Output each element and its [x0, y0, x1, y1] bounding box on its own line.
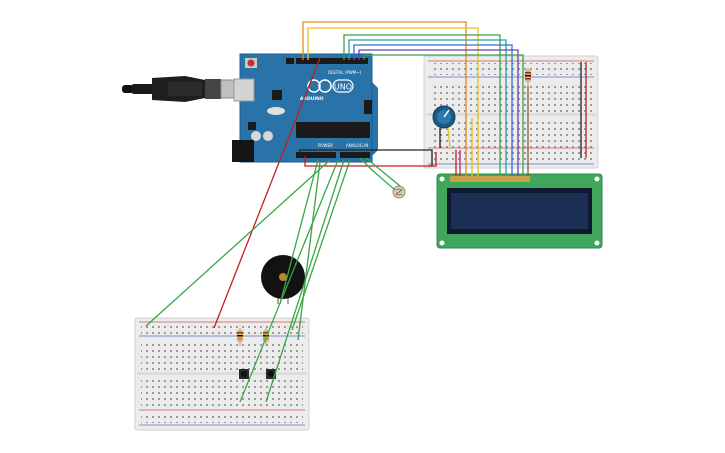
lcd-screen — [451, 193, 588, 229]
power-jack[interactable] — [232, 140, 254, 162]
wire-green-d2[interactable] — [363, 54, 524, 176]
wire-green-d1[interactable] — [343, 34, 501, 176]
wire-red-5v[interactable] — [304, 152, 437, 167]
pushbutton-1[interactable] — [239, 369, 249, 379]
breadboard-top[interactable] — [423, 55, 599, 169]
wire-blue[interactable] — [353, 44, 513, 176]
wire-green-lower-5[interactable] — [291, 159, 351, 331]
breadboard-bottom[interactable] — [134, 317, 310, 431]
wire-purple[interactable] — [358, 49, 519, 176]
analog-label: ANALOG IN — [346, 143, 368, 148]
potentiometer[interactable] — [432, 105, 456, 129]
wire-green-lower-6[interactable] — [297, 161, 321, 341]
reset-button[interactable] — [247, 59, 255, 67]
arduino-uno-board[interactable]: UNO DIGITAL (PWM~) ARDUINO POWER ANALOG … — [232, 53, 378, 163]
digital-header[interactable] — [296, 58, 368, 64]
pushbutton-2[interactable] — [266, 369, 276, 379]
wire-orange[interactable] — [302, 21, 467, 176]
wires — [145, 21, 587, 403]
power-header[interactable] — [296, 152, 336, 158]
wire-green-lower-3[interactable] — [239, 159, 339, 403]
photoresistor[interactable] — [392, 185, 406, 199]
arduino-logo: UNO — [307, 79, 354, 93]
analog-header[interactable] — [340, 152, 370, 158]
board-name: UNO — [334, 83, 352, 92]
wire-teal[interactable] — [348, 39, 507, 176]
wire-yellow[interactable] — [307, 27, 479, 176]
usb-cable[interactable] — [122, 76, 242, 102]
atmega-chip — [296, 122, 370, 138]
wire-green-lower-1[interactable] — [145, 159, 331, 327]
resistor-1[interactable] — [525, 68, 531, 86]
digital-label: DIGITAL (PWM~) — [328, 70, 362, 75]
lcd-16x2[interactable] — [436, 173, 603, 249]
wire-green-lower-2[interactable] — [279, 159, 319, 305]
resistor-2[interactable] — [237, 328, 243, 346]
power-label: POWER — [318, 143, 333, 148]
brand-label: ARDUINO — [300, 96, 324, 102]
piezo-buzzer[interactable] — [261, 255, 305, 304]
wire-red-lower[interactable] — [213, 57, 321, 329]
